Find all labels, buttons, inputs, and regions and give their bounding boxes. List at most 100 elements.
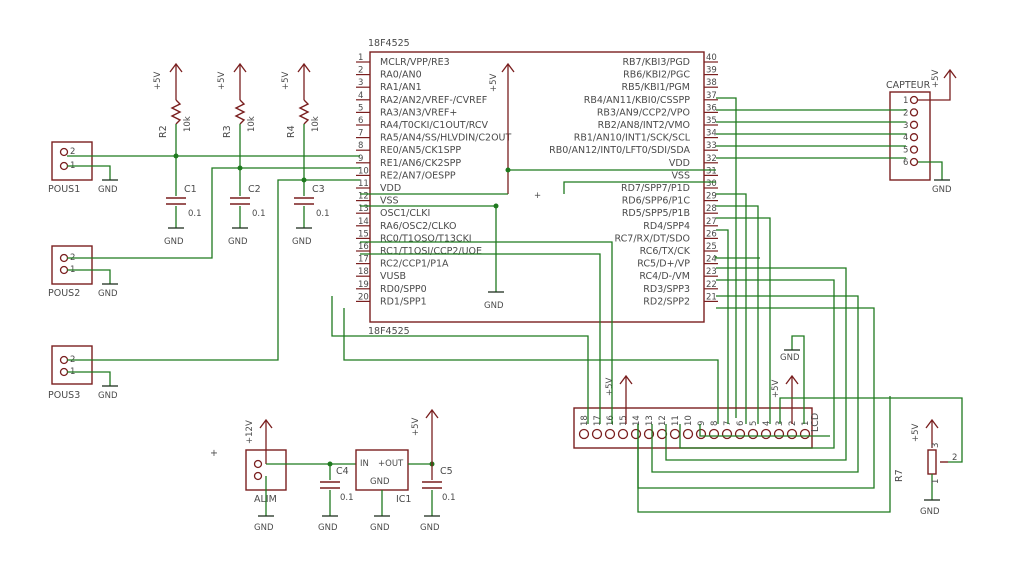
lcd-pad — [747, 428, 759, 440]
lcd-pad — [695, 428, 707, 440]
capteur-gnd: GND — [932, 185, 952, 195]
r2-supply-label: +5V — [153, 71, 163, 90]
mcu-pin-name: RE0/AN5/CK1SPP — [380, 145, 461, 156]
mcu-pin-number: 15 — [358, 229, 369, 239]
mcu-pin-number: 10 — [358, 166, 369, 176]
capteur-pad — [909, 133, 919, 142]
mcu-pin-number: 30 — [706, 179, 717, 189]
power-section: + +12V ALIM GND C4 0.1 GND IN +OUT GND I… — [210, 408, 456, 533]
c1-name: C1 — [184, 184, 197, 195]
c4-name: C4 — [336, 466, 349, 477]
mcu-pin-number: 28 — [706, 204, 717, 214]
lcd-pad — [721, 428, 733, 440]
mcu-pin-number: 40 — [706, 53, 717, 63]
mcu-pin-number: 26 — [706, 229, 717, 239]
lcd-pin-number: 4 — [762, 421, 772, 426]
mcu-pin-name: RB3/AN9/CCP2/VPO — [597, 107, 690, 118]
capteur-pad — [909, 145, 919, 154]
mcu-pin-number: 14 — [358, 217, 369, 227]
c2-value: 0.1 — [252, 209, 266, 219]
lcd-pin-number: 5 — [749, 421, 759, 426]
lcd-pad — [656, 428, 668, 440]
capteur-pin-number: 1 — [903, 96, 908, 106]
capteur-pin-number: 3 — [903, 121, 908, 131]
lcd-pin-number: 14 — [632, 415, 642, 426]
mcu-name-top: 18F4525 — [368, 38, 410, 49]
mcu-body — [369, 51, 705, 323]
mcu-pin-name: RC5/D+/VP — [637, 259, 690, 270]
resistor-r3: +5V R3 10k — [217, 62, 257, 138]
mcu-pin-number: 36 — [706, 103, 717, 113]
lcd-pad — [682, 428, 694, 440]
mcu-pin-name: RD7/SPP7/P1D — [621, 183, 690, 194]
mcu-pin-name: RD4/SPP4 — [643, 221, 690, 232]
mcu-pin-number: 32 — [706, 154, 717, 164]
mcu-pin-name: RC2/CCP1/P1A — [380, 259, 449, 270]
capteur-pad — [909, 108, 919, 117]
c3-name: C3 — [312, 184, 325, 195]
lcd-pin-number: 17 — [593, 415, 603, 426]
mcu-pin-name: MCLR/VPP/RE3 — [380, 57, 450, 68]
lcd-pad — [630, 428, 642, 440]
c5-gnd: GND — [420, 523, 440, 533]
lcd-pad — [604, 428, 616, 440]
ic1-name: IC1 — [396, 494, 411, 505]
supply-arrow-icon — [619, 374, 633, 385]
lcd-pad — [734, 428, 746, 440]
r7-gnd: GND — [920, 507, 940, 517]
supply-arrow-icon — [169, 62, 183, 73]
mcu-pin-number: 3 — [358, 78, 363, 88]
mcu-pin-number: 25 — [706, 242, 717, 252]
c5-name: C5 — [440, 466, 453, 477]
mcu-pin-name: RC4/D-/VM — [639, 271, 690, 282]
mcu-pin-number: 31 — [706, 166, 717, 176]
mcu-pin-number: 1 — [358, 53, 363, 63]
mcu-pin-name: RC0/T1OSO/T13CKI — [380, 233, 472, 244]
mcu-pin-number: 39 — [706, 66, 717, 76]
ic1-gnd-label: GND — [370, 477, 390, 487]
mcu-pin-name: RC1/T1OSI/CCP2/UOE — [380, 246, 482, 257]
mcu-pin-number: 12 — [358, 192, 369, 202]
mcu-pin-name: RE2/AN7/OESPP — [380, 170, 456, 181]
lcd-wires — [331, 193, 891, 513]
supply-arrow-icon — [925, 418, 939, 429]
mcu-pin-name: RC7/RX/DT/SDO — [615, 233, 690, 244]
c4-gnd: GND — [318, 523, 338, 533]
supply-arrow-icon — [501, 62, 515, 73]
ic1-out: +OUT — [378, 459, 404, 469]
mcu-name-bottom: 18F4525 — [368, 326, 410, 337]
lcd-pad — [760, 428, 772, 440]
crosshair-icon: + — [210, 448, 218, 459]
pous2-gnd: GND — [98, 289, 118, 299]
lcd-pin-number: 13 — [645, 415, 655, 426]
alim-supply: +12V — [245, 420, 255, 444]
mcu-pin-number: 16 — [358, 242, 369, 252]
ic1-gnd: GND — [370, 523, 390, 533]
mcu-pin-name: RB5/KBI1/PGM — [622, 82, 690, 93]
lcd-pin-number: 8 — [710, 421, 720, 426]
r2-name: R2 — [158, 125, 169, 138]
mcu-pin-name: RB2/AN8/INT2/VMO — [598, 120, 690, 131]
capacitor-c3: C3 0.1 GND — [292, 124, 330, 247]
lcd-pin-number: 12 — [658, 415, 668, 426]
lcd-pin-number: 6 — [736, 421, 746, 426]
supply-arrow-icon — [943, 68, 957, 79]
lcd-pad — [617, 428, 629, 440]
mcu-pin-number: 33 — [706, 141, 717, 151]
mcu-pin-number: 9 — [358, 154, 363, 164]
mcu-pin-number: 27 — [706, 217, 717, 227]
mcu-supply: +5V GND + — [360, 62, 716, 311]
mcu-pin-number: 7 — [358, 129, 363, 139]
lcd-pin-number: 11 — [671, 415, 681, 426]
mcu-pin-name: RA0/AN0 — [380, 70, 422, 81]
capteur-pin-number: 4 — [903, 133, 908, 143]
mcu-pin-number: 35 — [706, 116, 717, 126]
resistor-r4: +5V R4 10k — [281, 62, 321, 138]
lcd-pad — [708, 428, 720, 440]
r3-value: 10k — [247, 116, 257, 132]
c1-gnd: GND — [164, 237, 184, 247]
lcd-pin-number: 2 — [788, 421, 798, 426]
lcd-pad — [786, 428, 798, 440]
